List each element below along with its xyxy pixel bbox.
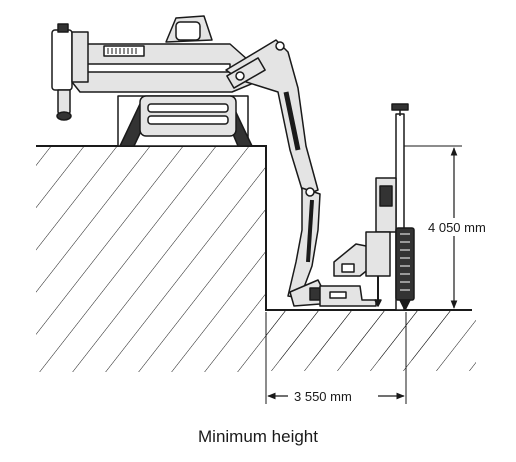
height-dimension-label: 4 050 mm	[428, 220, 486, 235]
vent-grille	[107, 48, 137, 54]
rear-mount	[71, 31, 89, 83]
reach-label-bg	[288, 387, 378, 405]
control-panel	[379, 185, 393, 207]
diagram-caption: Minimum height	[198, 427, 318, 446]
mask	[0, 372, 516, 432]
rotation-unit	[365, 231, 391, 277]
counterweight	[79, 63, 231, 73]
roller	[147, 103, 229, 113]
arm-cylinder	[306, 199, 314, 263]
pivot	[235, 71, 245, 81]
mast-top	[391, 103, 409, 111]
seat-back	[175, 21, 201, 41]
lower-ground-fill	[266, 311, 476, 371]
drill-tip	[399, 299, 411, 311]
rear-cap	[57, 23, 69, 33]
platform-base	[319, 285, 377, 307]
drill-bit	[374, 299, 382, 307]
pivot	[305, 187, 315, 197]
mask-left	[0, 0, 36, 380]
boom-bracket	[226, 57, 266, 89]
reach-dimension-label: 3 550 mm	[294, 389, 352, 404]
upper-ground-hatch	[36, 146, 266, 405]
rear-pipe-end	[56, 111, 72, 121]
excavator	[51, 15, 415, 311]
bracket-slot	[341, 263, 355, 273]
roller	[147, 115, 229, 125]
base-slot	[329, 291, 347, 299]
drill-column-texture	[400, 233, 410, 291]
height-label-bg	[424, 218, 508, 236]
rear-cylinder	[51, 29, 73, 91]
pivot	[275, 41, 285, 51]
height-dimension: 4 050 mm	[404, 145, 508, 311]
boom-cylinder	[283, 91, 301, 151]
reach-dimension: 3 550 mm	[265, 312, 407, 405]
drill-column	[395, 227, 415, 301]
